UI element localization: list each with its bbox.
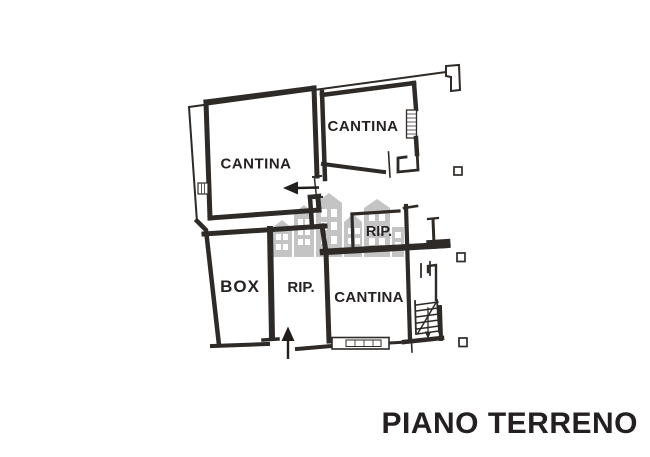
room-label-rip-middle: RIP. xyxy=(366,224,392,240)
room-box-walls xyxy=(193,217,334,352)
staircase-icon xyxy=(401,263,445,345)
window-marker xyxy=(405,109,418,139)
room-label-box: BOX xyxy=(220,277,260,296)
entrance-arrow-up-icon xyxy=(281,326,295,359)
room-label-cantina-upper-right: CANTINA xyxy=(328,118,399,135)
pillar-markers xyxy=(453,166,468,348)
pillar-square xyxy=(456,252,466,263)
floor-title: PIANO TERRENO xyxy=(381,407,638,440)
room-label-cantina-upper-left: CANTINA xyxy=(221,156,292,173)
entrance-arrow-left-icon xyxy=(283,181,320,195)
room-label-rip-lower: RIP. xyxy=(287,279,314,296)
pillar-square xyxy=(458,337,468,348)
room-cantina-upper-left-walls xyxy=(197,85,324,221)
window-marker xyxy=(197,182,209,195)
room-label-cantina-lower: CANTINA xyxy=(334,289,404,306)
room-cantina-lower-walls xyxy=(319,203,451,353)
pillar-square xyxy=(453,166,463,176)
room-cantina-upper-right-walls xyxy=(319,80,420,182)
